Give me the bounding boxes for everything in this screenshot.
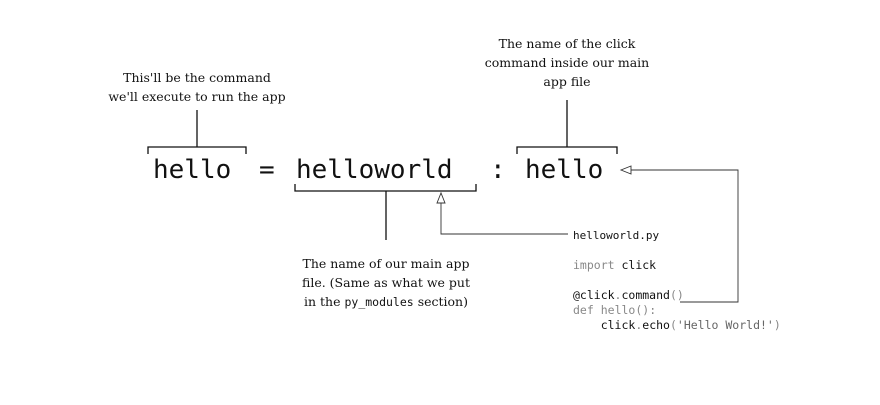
def-keyword: def: [573, 303, 594, 317]
call-object: click: [600, 318, 636, 332]
entry-point-equals: =: [259, 155, 275, 185]
call-close: ): [773, 318, 781, 332]
filename-arrow: [436, 191, 568, 235]
call-string: 'Hello World!': [676, 318, 774, 332]
function-arrow: [619, 165, 739, 303]
command-bracket: [147, 110, 247, 154]
decorator-name: command: [621, 288, 670, 302]
call-open: (: [669, 318, 677, 332]
entry-point-colon: :: [490, 155, 506, 185]
app-file-annotation: The name of our main app file. (Same as …: [281, 254, 491, 312]
code-import-line: import click: [573, 258, 781, 273]
import-name: click: [621, 258, 657, 272]
command-annotation-line-2: we'll execute to run the app: [108, 89, 286, 104]
call-function: echo: [642, 318, 670, 332]
click-command-annotation: The name of the click command inside our…: [467, 34, 667, 91]
app-file-annotation-pre: in the: [304, 294, 345, 309]
py-modules-code: py_modules: [344, 295, 414, 309]
call-dot: .: [635, 318, 643, 332]
code-snippet: helloworld.py import click @click.comman…: [573, 228, 781, 333]
import-keyword: import: [573, 258, 615, 272]
module-bracket: [294, 184, 477, 240]
decorator-parens: (): [669, 288, 684, 302]
command-annotation-line-1: This'll be the command: [123, 70, 271, 85]
decorator-at: @click: [573, 288, 615, 302]
code-call-line: click.echo('Hello World!'): [573, 318, 781, 333]
code-def-line: def hello():: [573, 303, 781, 318]
command-annotation: This'll be the command we'll execute to …: [92, 68, 302, 106]
app-file-annotation-line-2: file. (Same as what we put: [302, 275, 470, 290]
def-rest: ():: [635, 303, 657, 317]
code-filename: helloworld.py: [573, 229, 660, 242]
code-decorator-line: @click.command(): [573, 288, 781, 303]
decorator-dot: .: [614, 288, 622, 302]
app-file-annotation-line-1: The name of our main app: [302, 256, 470, 271]
code-spacer-1: [573, 243, 781, 258]
code-spacer-2: [573, 273, 781, 288]
click-command-annotation-line-1: The name of the click: [498, 36, 636, 51]
entry-point-function: hello: [525, 155, 604, 185]
app-file-annotation-line-3: in the py_modules section): [281, 292, 491, 312]
function-bracket: [516, 100, 618, 154]
click-command-annotation-line-2: command inside our main: [484, 55, 650, 70]
click-command-annotation-line-3: app file: [543, 74, 591, 89]
app-file-annotation-post: section): [413, 294, 468, 309]
entry-point-command: hello: [153, 155, 232, 185]
entry-point-module: helloworld: [296, 155, 453, 185]
def-name: hello: [600, 303, 636, 317]
